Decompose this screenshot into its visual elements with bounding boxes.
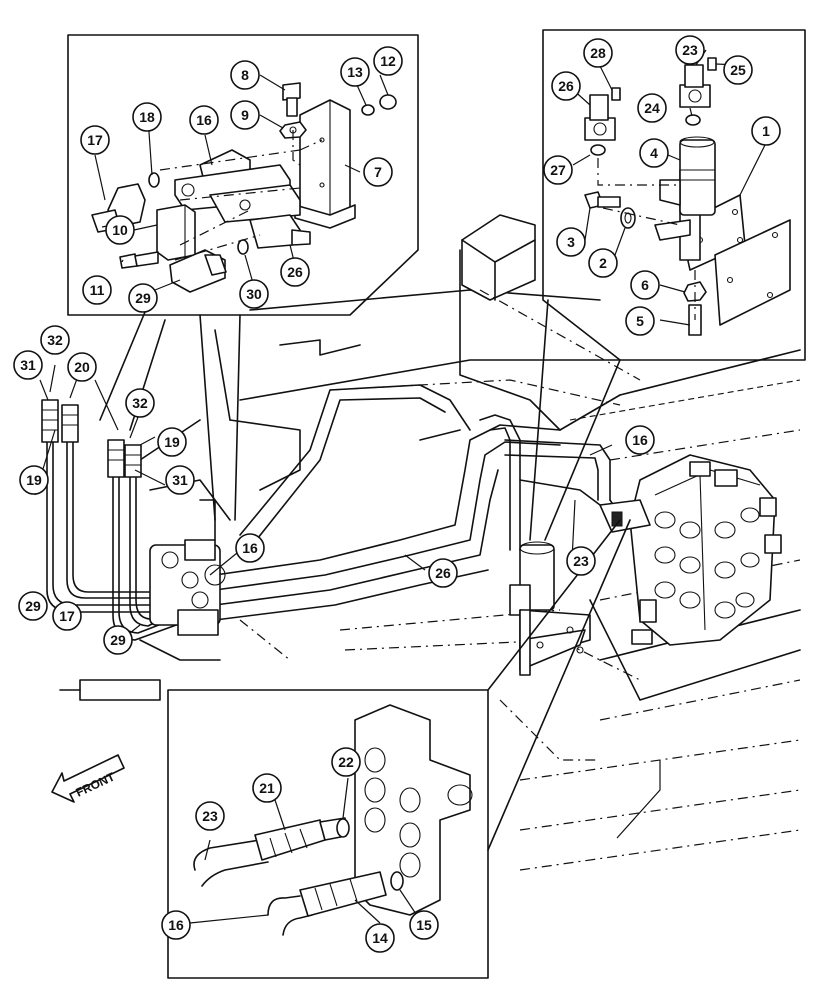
tube-route-26 (214, 384, 641, 621)
control-valve (599, 454, 782, 646)
callout-23-bottom-label: 23 (202, 808, 218, 824)
detail-box-top-right (529, 29, 806, 541)
callout-11-label: 11 (90, 282, 105, 298)
callout-11: 11 (82, 275, 112, 305)
callout-32-right-label: 32 (132, 395, 148, 411)
callout-4-label: 4 (650, 145, 658, 161)
callout-21-label: 21 (259, 780, 275, 796)
pilot-valve-assembly (509, 541, 591, 676)
callout-18: 18 (132, 102, 162, 132)
callout-7: 7 (363, 157, 393, 187)
callout-19-right: 19 (157, 427, 187, 457)
callout-17-main: 17 (52, 601, 82, 631)
callout-17-top-label: 17 (87, 132, 103, 148)
callout-25: 25 (723, 55, 753, 85)
callout-16-right-label: 16 (632, 432, 648, 448)
callout-5-label: 5 (636, 313, 644, 329)
callout-19-left: 19 (19, 465, 49, 495)
callout-16-top: 16 (189, 105, 219, 135)
callout-16-main-label: 16 (242, 540, 258, 556)
callout-16-main: 16 (235, 533, 265, 563)
callout-6-label: 6 (641, 277, 649, 293)
callout-9-label: 9 (241, 107, 249, 123)
callout-23-bottom: 23 (195, 801, 225, 831)
callout-18-label: 18 (139, 109, 155, 125)
callout-28-label: 28 (590, 45, 606, 61)
callout-23-main: 23 (566, 546, 596, 576)
callout-16-bottom: 16 (161, 910, 191, 940)
callout-32-right: 32 (125, 388, 155, 418)
callout-17-main-label: 17 (59, 608, 75, 624)
callout-24-label: 24 (644, 100, 660, 116)
callout-2: 2 (588, 248, 618, 278)
callout-26-top-left-label: 26 (287, 264, 303, 280)
callout-15-label: 15 (416, 917, 432, 933)
callout-26-top-right-label: 26 (558, 78, 574, 94)
callout-3: 3 (556, 227, 586, 257)
callout-32-left-label: 32 (47, 332, 63, 348)
callout-12: 12 (373, 46, 403, 76)
callout-15: 15 (409, 910, 439, 940)
callout-14-label: 14 (372, 930, 388, 946)
callout-13: 13 (340, 57, 370, 87)
detail-box-top-left (67, 34, 419, 521)
callout-31-right: 31 (165, 465, 195, 495)
callout-10: 10 (105, 215, 135, 245)
callout-8: 8 (230, 60, 260, 90)
callout-6: 6 (630, 270, 660, 300)
callout-20-label: 20 (74, 359, 90, 375)
callout-17-top: 17 (80, 125, 110, 155)
callout-22: 22 (331, 747, 361, 777)
callout-8-label: 8 (241, 67, 249, 83)
callout-29-top-label: 29 (135, 290, 151, 306)
front-direction-arrow: FRONT (51, 754, 125, 803)
callout-16-right: 16 (625, 425, 655, 455)
callout-30: 30 (239, 279, 269, 309)
callout-2-label: 2 (599, 255, 607, 271)
callout-29-left: 29 (18, 591, 48, 621)
callout-23-main-label: 23 (573, 553, 589, 569)
callout-24: 24 (637, 93, 667, 123)
callout-16-bottom-label: 16 (168, 917, 184, 933)
callout-20: 20 (67, 352, 97, 382)
detail-box-bottom (167, 519, 631, 979)
callout-23-top-label: 23 (682, 42, 698, 58)
callout-3-label: 3 (567, 234, 575, 250)
callout-1: 1 (751, 116, 781, 146)
callout-31-left-label: 31 (20, 357, 36, 373)
callout-32-left: 32 (40, 325, 70, 355)
callout-7-label: 7 (374, 164, 382, 180)
callout-10-label: 10 (112, 222, 128, 238)
callout-21: 21 (252, 773, 282, 803)
callout-31-left: 31 (13, 350, 43, 380)
callout-31-right-label: 31 (172, 472, 188, 488)
callout-26-main: 26 (428, 558, 458, 588)
callout-29-top: 29 (128, 283, 158, 313)
callout-26-main-label: 26 (435, 565, 451, 581)
callout-14: 14 (365, 923, 395, 953)
callout-29-left-label: 29 (25, 598, 41, 614)
callout-26-top-right: 26 (551, 71, 581, 101)
callout-27: 27 (543, 155, 573, 185)
callout-26-top-left: 26 (280, 257, 310, 287)
callout-1-label: 1 (762, 123, 770, 139)
callout-4: 4 (639, 138, 669, 168)
callout-29-mid: 29 (103, 625, 133, 655)
callout-19-right-label: 19 (164, 434, 180, 450)
callout-13-label: 13 (347, 64, 363, 80)
callout-30-label: 30 (246, 286, 262, 302)
callout-25-label: 25 (730, 62, 746, 78)
callout-29-mid-label: 29 (110, 632, 126, 648)
callout-5: 5 (625, 306, 655, 336)
callout-12-label: 12 (380, 53, 396, 69)
callout-22-label: 22 (338, 754, 354, 770)
callout-23-top: 23 (675, 35, 705, 65)
callout-27-label: 27 (550, 162, 566, 178)
callout-9: 9 (230, 100, 260, 130)
callout-28: 28 (583, 38, 613, 68)
callout-19-left-label: 19 (26, 472, 42, 488)
callout-16-top-label: 16 (196, 112, 212, 128)
